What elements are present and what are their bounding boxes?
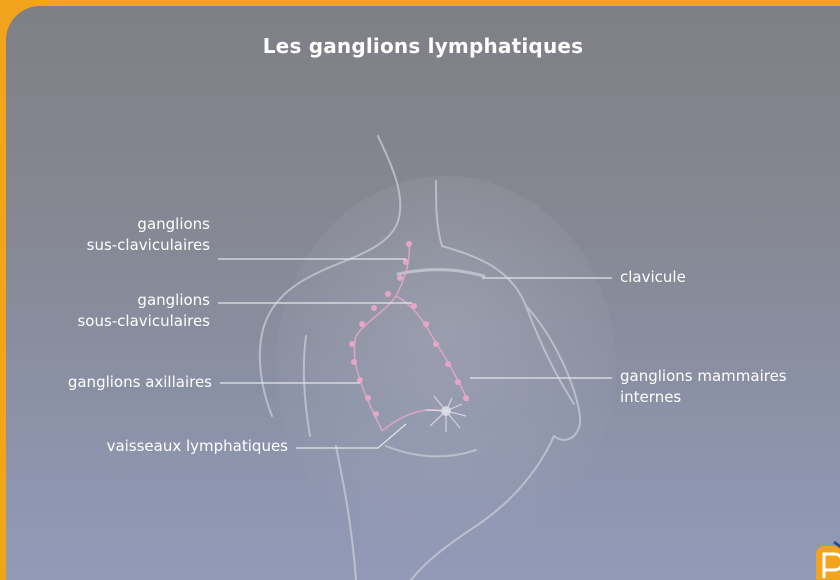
diagram-panel: Les ganglions lymphatiques xyxy=(6,6,840,580)
lymph-node xyxy=(365,395,371,401)
lymph-node xyxy=(423,321,429,327)
lymph-node xyxy=(357,377,363,383)
lymph-node xyxy=(455,379,461,385)
lymph-node xyxy=(397,275,403,281)
lymph-node xyxy=(385,291,391,297)
label-clavicule: clavicule xyxy=(620,267,820,288)
lymph-node xyxy=(349,341,355,347)
label-ganglions-sous-claviculaires: ganglions sous-claviculaires xyxy=(6,290,210,332)
lymph-node xyxy=(463,395,469,401)
label-line-1: ganglions xyxy=(6,290,210,311)
label-ganglions-mammaires-internes: ganglions mammaires internes xyxy=(620,366,835,408)
lymph-node xyxy=(403,259,409,265)
lymph-node xyxy=(359,321,365,327)
lymph-node xyxy=(371,305,377,311)
lymph-node xyxy=(351,359,357,365)
breast-node-center xyxy=(441,406,451,416)
lymph-node xyxy=(373,411,379,417)
lymph-node xyxy=(411,303,417,309)
label-line-1: clavicule xyxy=(620,267,820,288)
label-ganglions-sus-claviculaires: ganglions sus-claviculaires xyxy=(6,214,210,256)
label-line-2: internes xyxy=(620,387,835,408)
label-vaisseaux-lymphatiques: vaisseaux lymphatiques xyxy=(6,436,288,457)
lymph-node xyxy=(445,361,451,367)
lymph-node xyxy=(433,341,439,347)
logo-background xyxy=(816,546,840,580)
label-ganglions-axillaires: ganglions axillaires xyxy=(6,372,212,393)
publisher-logo-icon xyxy=(812,536,840,580)
label-line-1: ganglions axillaires xyxy=(6,372,212,393)
label-line-1: vaisseaux lymphatiques xyxy=(6,436,288,457)
label-line-2: sous-claviculaires xyxy=(6,311,210,332)
label-line-1: ganglions mammaires xyxy=(620,366,835,387)
label-line-2: sus-claviculaires xyxy=(6,235,210,256)
label-line-1: ganglions xyxy=(6,214,210,235)
lymph-node xyxy=(406,241,412,247)
